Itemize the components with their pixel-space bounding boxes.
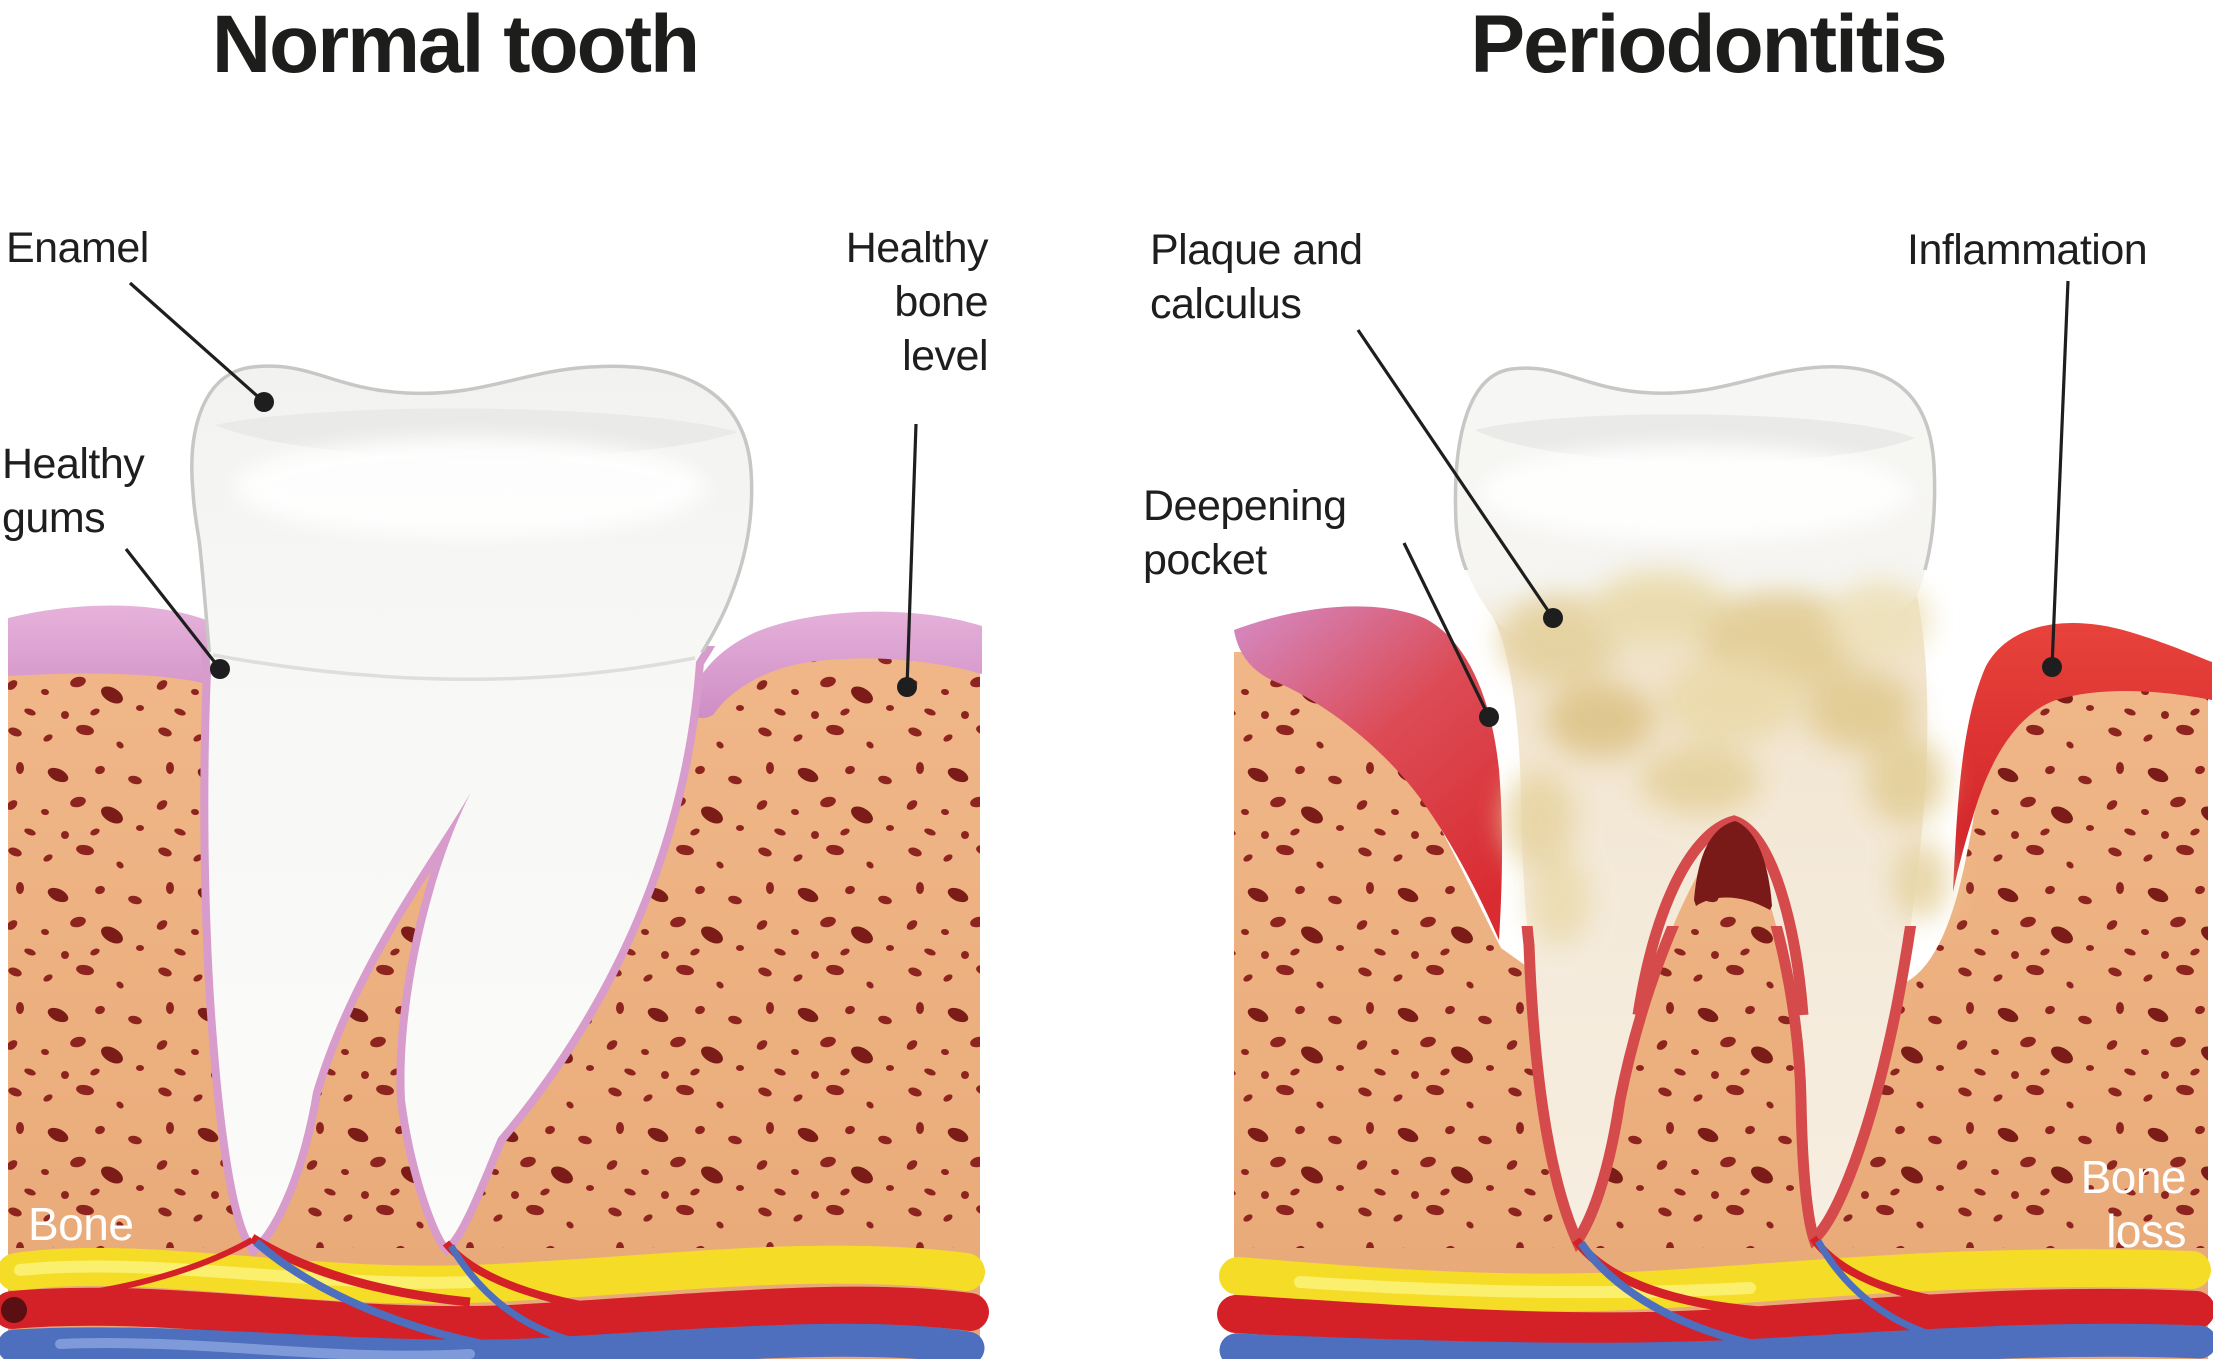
label-bone-level-3: level <box>902 332 988 380</box>
leader-bone-level <box>905 423 918 688</box>
vessel-red <box>0 1286 989 1345</box>
vessel-blue-right-branch-2 <box>1814 1239 1963 1346</box>
vessel-red-cap <box>1 1297 27 1323</box>
inflamed-gum-left <box>1234 606 1503 940</box>
label-bone: Bone <box>28 1198 133 1250</box>
vessel-blue-highlight <box>55 1338 475 1359</box>
label-plaque-2: calculus <box>1150 280 1301 328</box>
vessels-normal <box>0 1234 989 1359</box>
label-bone-level-2: bone <box>894 278 988 326</box>
label-healthy-gums-2: gums <box>2 494 105 542</box>
label-healthy-gums-1: Healthy <box>2 440 145 488</box>
label-bone-level-1: Healthy <box>846 224 989 272</box>
periodontal-pocket <box>1694 821 1772 910</box>
inflamed-gum-right <box>1953 623 2212 892</box>
vessel-blue-branch-2 <box>447 1244 606 1352</box>
title-normal-tooth: Normal tooth <box>212 0 698 90</box>
leader-healthy-gums <box>124 548 222 670</box>
label-enamel: Enamel <box>6 224 149 272</box>
vessel-red-branch-1 <box>249 1234 471 1307</box>
crown-highlight-periodontitis <box>1480 444 1910 540</box>
vessel-blue-branch-1 <box>253 1238 546 1357</box>
vessel-red-right <box>1217 1288 2213 1351</box>
inflamed-ligament-furcation <box>1632 815 1809 1016</box>
crown-occlusal-shading-right <box>1475 414 1915 463</box>
leader-pocket <box>1402 542 1491 718</box>
plaque-calculus-deposits <box>1500 570 1948 945</box>
leader-healthy-gums-dot <box>210 659 230 679</box>
leader-pocket-dot <box>1479 707 1499 727</box>
vessel-blue-right <box>1219 1323 2213 1359</box>
label-inflammation: Inflammation <box>1907 226 2147 274</box>
leader-enamel-dot <box>254 392 274 412</box>
crown-highlight-normal <box>235 437 705 537</box>
label-plaque-1: Plaque and <box>1150 226 1363 274</box>
crown-neck-shadow <box>212 653 696 682</box>
leader-plaque <box>1356 329 1555 619</box>
title-periodontitis: Periodontitis <box>1470 0 1945 90</box>
label-bone-loss-2: loss <box>2106 1205 2186 1257</box>
panel-periodontitis: Periodontitis Plaque and calculus Deepen… <box>1143 0 2213 1359</box>
leader-inflammation-dot <box>2042 657 2062 677</box>
panel-normal-tooth: Normal tooth Enamel Healthy gums Healthy… <box>0 0 990 1359</box>
leader-inflammation <box>2050 280 2070 668</box>
vessels-periodontitis <box>1217 1235 2213 1359</box>
vessel-yellow-right-highlight <box>1294 1276 1756 1299</box>
label-bone-loss-1: Bone <box>2081 1151 2186 1203</box>
leader-bone-level-dot <box>897 677 917 697</box>
leader-enamel <box>128 281 266 404</box>
label-pocket-2: pocket <box>1143 536 1267 584</box>
leader-plaque-dot <box>1543 608 1563 628</box>
label-pocket-1: Deepening <box>1143 482 1347 530</box>
vessel-blue-right-branch-1 <box>1577 1240 1806 1356</box>
vessel-yellow-highlight <box>14 1260 476 1289</box>
